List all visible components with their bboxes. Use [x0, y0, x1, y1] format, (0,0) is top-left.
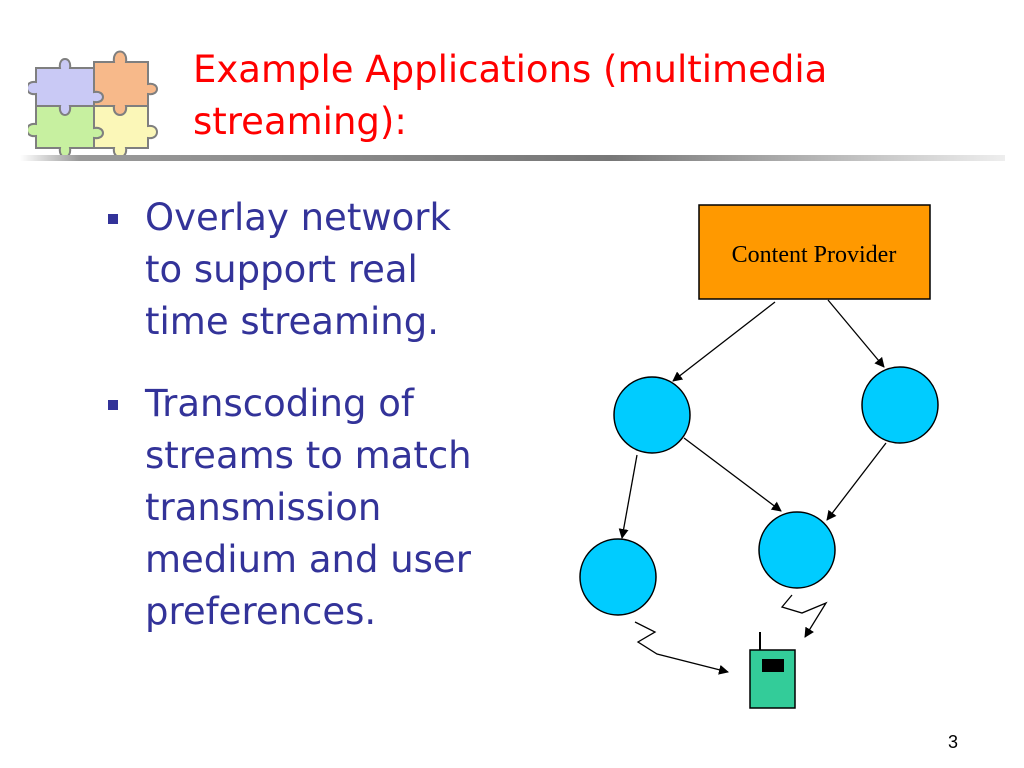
streaming-overlay-diagram: Content Provider	[579, 204, 939, 709]
slide-title-line-1: Example Applications (multimedia	[193, 48, 828, 91]
bullet-item: Transcoding of streams to match transmis…	[105, 378, 525, 638]
bullet-marker-icon	[108, 214, 118, 224]
wireless-link-arrow	[780, 594, 828, 638]
stream-arrow	[672, 301, 776, 382]
overlay-node	[579, 538, 657, 616]
bullet-line: Transcoding of	[145, 382, 414, 425]
overlay-node	[861, 366, 939, 444]
bullet-line: to support real	[145, 248, 418, 291]
overlay-node	[613, 376, 691, 454]
stream-arrow	[683, 437, 782, 512]
wireless-link-arrow	[634, 621, 729, 675]
puzzle-logo-icon	[28, 50, 158, 158]
bullet-line: transmission	[145, 486, 382, 529]
page-number: 3	[948, 732, 959, 752]
bullet-item: Overlay network to support real time str…	[105, 192, 525, 348]
content-provider-label: Content Provider	[732, 242, 897, 268]
stream-arrow	[618, 454, 638, 539]
mobile-device-icon	[749, 649, 796, 709]
stream-arrow	[826, 442, 887, 521]
bullet-line: preferences.	[145, 590, 377, 633]
overlay-node	[758, 511, 836, 589]
title-divider	[20, 155, 1005, 161]
bullet-list: Overlay network to support real time str…	[105, 192, 525, 668]
bullet-line: medium and user	[145, 538, 471, 581]
slide-title-line-2: streaming):	[193, 100, 407, 143]
bullet-line: time streaming.	[145, 300, 439, 343]
bullet-line: Overlay network	[145, 196, 451, 239]
content-provider-box	[698, 204, 931, 300]
bullet-line: streams to match	[145, 434, 472, 477]
device-screen	[762, 659, 784, 672]
slide-title: Example Applications (multimedia streami…	[193, 44, 993, 148]
stream-arrow	[827, 299, 885, 368]
bullet-marker-icon	[108, 400, 118, 410]
